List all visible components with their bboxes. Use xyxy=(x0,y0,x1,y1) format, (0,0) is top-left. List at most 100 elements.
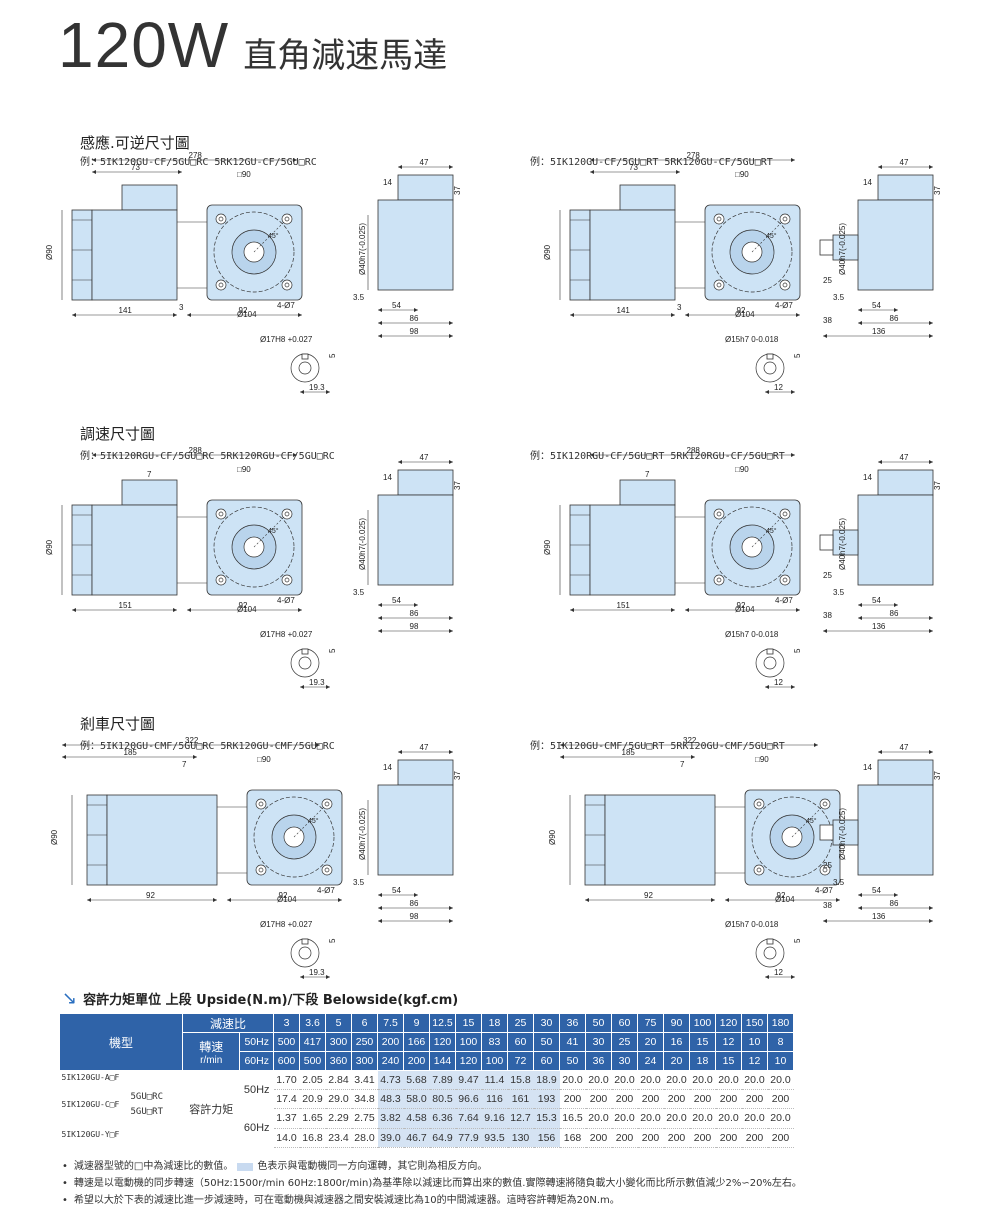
bolt-hole-inner-3 xyxy=(284,282,290,288)
dim-47: 47 xyxy=(900,453,909,462)
pcd-label: Ø104 xyxy=(775,895,795,904)
dim-98: 98 xyxy=(410,912,419,921)
speed50-cell: 20 xyxy=(637,1032,664,1052)
bore-label: Ø15h7 0-0.018 xyxy=(725,335,779,344)
ratio-cell: 15 xyxy=(455,1013,482,1033)
end-flange xyxy=(832,819,859,846)
title-model: 120W xyxy=(58,9,230,81)
torque-cell: 96.6 xyxy=(455,1089,482,1109)
ratio-cell: 12.5 xyxy=(429,1013,456,1033)
torque-cell: 20.0 xyxy=(663,1070,690,1090)
bolt-hole-inner-2 xyxy=(258,867,264,873)
torque-cell: 80.5 xyxy=(429,1089,456,1109)
motor-rear-cap xyxy=(569,209,591,301)
torque-cell: 4.73 xyxy=(377,1070,404,1090)
speed50-cell: 300 xyxy=(325,1032,352,1052)
terminal-box xyxy=(121,184,178,211)
dim-38: 38 xyxy=(823,316,832,325)
key-label: 5 xyxy=(328,648,337,653)
bore-label: Ø17H8 +0.027 xyxy=(260,630,313,639)
bolt-hole-3 xyxy=(779,574,791,586)
speed50-cell: 100 xyxy=(455,1032,482,1052)
dim-shaft: Ø40h7(-0.025) xyxy=(358,518,367,570)
dim-54-arrows xyxy=(858,308,898,312)
torque-cell: 20.0 xyxy=(585,1108,612,1129)
dim-37: 37 xyxy=(453,481,462,490)
dim-sub: 185 xyxy=(622,748,636,757)
bolt-hole-inner-2 xyxy=(716,577,722,583)
keyway xyxy=(301,353,309,360)
note-3: •希望以大於下表的減速比進一步減速時，可在電動機與減速器之間安裝減速比為10的中… xyxy=(62,1195,620,1206)
speed60-cell: 144 xyxy=(429,1051,456,1071)
dim-54: 54 xyxy=(392,596,401,605)
torque-cell: 77.9 xyxy=(455,1128,482,1148)
dim-dia90: Ø90 xyxy=(45,244,54,260)
speed50-cell: 417 xyxy=(299,1032,326,1052)
example-left-2: 例：5IK120RGU-CF/5GU□RC 5RK120RGU-CF/5GU□R… xyxy=(80,451,335,462)
key-dim: 12 xyxy=(774,678,783,687)
dim-7: 7 xyxy=(645,470,650,479)
terminal-box xyxy=(121,479,178,506)
bolt-hole-inner-2 xyxy=(218,577,224,583)
torque-cell: 3.82 xyxy=(377,1108,404,1129)
dim-86: 86 xyxy=(410,314,419,323)
dim-3-5: 3.5 xyxy=(833,878,845,887)
dim-86: 86 xyxy=(890,609,899,618)
shaft-detail-bore xyxy=(298,656,312,670)
bolt-hole-1 xyxy=(779,508,791,520)
pcd-label: Ø104 xyxy=(277,895,297,904)
end-cap xyxy=(877,174,934,201)
keyway xyxy=(766,938,774,945)
key-dim: 12 xyxy=(774,383,783,392)
motor-body xyxy=(91,209,178,301)
torque-cell: 12.7 xyxy=(507,1108,534,1129)
speed60-cell: 12 xyxy=(741,1051,768,1071)
gear-rc: 5GU□RC xyxy=(130,1092,164,1102)
bolt-hole-2 xyxy=(215,574,227,586)
bolt-hole-inner-3 xyxy=(822,867,828,873)
end-gearbox xyxy=(377,199,454,291)
speed60-cell: 36 xyxy=(585,1051,612,1071)
motor-body xyxy=(589,209,676,301)
dim-54: 54 xyxy=(872,886,881,895)
speed60-cell: 60 xyxy=(533,1051,560,1071)
key-dim: 19.3 xyxy=(309,383,325,392)
torque-cell: 20.0 xyxy=(689,1070,716,1090)
motor-body xyxy=(106,794,218,886)
dim-shaft: Ø40h7(-0.025) xyxy=(838,808,847,860)
bolt-hole-inner-3 xyxy=(782,577,788,583)
torque-cell: 17.4 xyxy=(273,1089,300,1109)
dim-54-arrows xyxy=(378,893,418,897)
dim-54-arrows xyxy=(378,308,418,312)
speed50-cell: 25 xyxy=(611,1032,638,1052)
motor-body xyxy=(91,504,178,596)
ratio-cell: 90 xyxy=(663,1013,690,1033)
torque-cell: 34.8 xyxy=(351,1089,378,1109)
end-gearbox xyxy=(857,199,934,291)
torque-cell: 200 xyxy=(611,1089,638,1109)
torque-cell: 200 xyxy=(585,1089,612,1109)
hz60-header: 60Hz xyxy=(239,1051,274,1071)
dim-38: 38 xyxy=(823,611,832,620)
model-header: 機型 xyxy=(59,1013,183,1071)
torque-cell: 29.0 xyxy=(325,1089,352,1109)
bolt-label: 4-Ø7 xyxy=(277,596,295,605)
dim-92: 92 xyxy=(279,891,288,900)
dim-shaft: Ø40h7(-0.025) xyxy=(838,223,847,275)
bolt-hole-2 xyxy=(255,864,267,876)
torque-cell: 1.65 xyxy=(299,1108,326,1129)
dim-92: 92 xyxy=(239,306,248,315)
dim-shaft: Ø40h7(-0.025) xyxy=(358,808,367,860)
torque-cell: 130 xyxy=(507,1128,534,1148)
torque-cell: 20.0 xyxy=(689,1108,716,1129)
arrow-icon: ↘ xyxy=(62,988,78,1009)
ratio-cell: 75 xyxy=(637,1013,664,1033)
allowable-torque-label: 容許力矩 xyxy=(182,1070,240,1147)
angle-line xyxy=(253,221,285,253)
dim-25: 25 xyxy=(823,571,832,580)
bolt-hole-1 xyxy=(281,508,293,520)
speed50-cell: 120 xyxy=(429,1032,456,1052)
speed50-cell: 500 xyxy=(273,1032,300,1052)
dim-25: 25 xyxy=(823,276,832,285)
